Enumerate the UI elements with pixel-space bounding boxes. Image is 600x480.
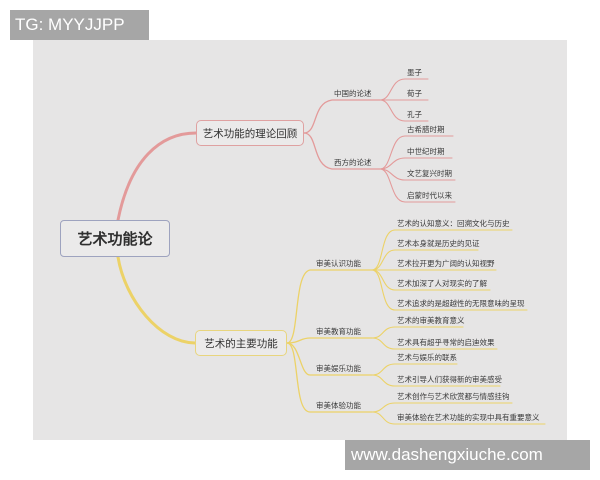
leaf-cognition-4[interactable]: 艺术加深了人对现实的了解 — [397, 279, 487, 288]
leaf-education-2[interactable]: 艺术具有超乎寻常的启迪效果 — [397, 338, 495, 347]
leaf-renaissance[interactable]: 文艺复兴时期 — [407, 169, 452, 178]
leaf-ancient-greece[interactable]: 古希腊时期 — [407, 125, 445, 134]
leaf-cognition-5[interactable]: 艺术追求的是超越性的无限意味的呈现 — [397, 299, 525, 308]
branch-label: 艺术功能的理论回顾 — [202, 127, 298, 140]
leaf-cognition-3[interactable]: 艺术拉开更为广阔的认知视野 — [397, 259, 495, 268]
root-label: 艺术功能论 — [77, 230, 153, 248]
leaf-xunzi[interactable]: 荀子 — [407, 89, 422, 98]
leaf-experience-1[interactable]: 艺术创作与艺术欣赏都与情感挂钩 — [397, 392, 510, 401]
watermark-url: www.dashengxiuche.com — [345, 440, 590, 470]
leaf-middle-ages[interactable]: 中世纪时期 — [407, 147, 445, 156]
leaf-mozi[interactable]: 墨子 — [407, 68, 422, 77]
mindmap-root-node[interactable]: 艺术功能论 — [60, 220, 170, 257]
leaf-experience-2[interactable]: 审美体验在艺术功能的实现中具有重要意义 — [397, 413, 540, 422]
sub-branch-china[interactable]: 中国的论述 — [334, 89, 372, 98]
sub-branch-education[interactable]: 审美教育功能 — [316, 327, 361, 336]
leaf-cognition-2[interactable]: 艺术本身就是历史的见证 — [397, 239, 480, 248]
sub-branch-west[interactable]: 西方的论述 — [334, 158, 372, 167]
watermark-telegram: TG: MYYJJPP — [10, 10, 149, 40]
branch-label: 艺术的主要功能 — [204, 337, 278, 350]
branch-theory-review[interactable]: 艺术功能的理论回顾 — [196, 120, 304, 146]
leaf-entertainment-1[interactable]: 艺术与娱乐的联系 — [397, 353, 457, 362]
sub-branch-entertainment[interactable]: 审美娱乐功能 — [316, 364, 361, 373]
branch-main-functions[interactable]: 艺术的主要功能 — [195, 330, 287, 356]
sub-branch-experience[interactable]: 审美体验功能 — [316, 401, 361, 410]
leaf-confucius[interactable]: 孔子 — [407, 110, 422, 119]
leaf-entertainment-2[interactable]: 艺术引导人们获得新的审美感受 — [397, 375, 502, 384]
leaf-enlightenment[interactable]: 启蒙时代以来 — [407, 191, 452, 200]
sub-branch-cognition[interactable]: 审美认识功能 — [316, 259, 361, 268]
leaf-cognition-1[interactable]: 艺术的认知意义：回溯文化与历史 — [397, 219, 510, 228]
leaf-education-1[interactable]: 艺术的审美教育意义 — [397, 316, 465, 325]
